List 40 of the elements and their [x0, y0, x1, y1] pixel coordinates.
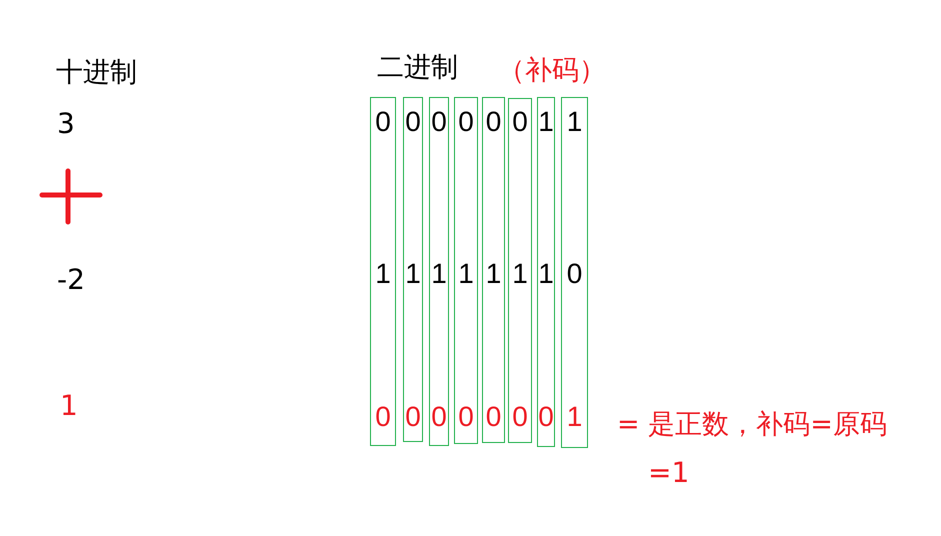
result-value: =1	[648, 459, 690, 487]
bit-digit: 1	[374, 260, 392, 288]
bit-column-box	[537, 97, 555, 447]
result-note: = 是正数，补码=原码	[617, 411, 887, 438]
bit-digit: 0	[404, 108, 422, 136]
bit-digit: 1	[566, 403, 584, 431]
bit-digit: 0	[484, 403, 502, 431]
bit-column-box	[429, 97, 449, 446]
bit-digit: 0	[374, 403, 392, 431]
bit-digit: 0	[374, 108, 392, 136]
bit-digit: 0	[430, 108, 448, 136]
bit-digit: 0	[457, 108, 475, 136]
bit-column-box	[561, 97, 588, 448]
bit-digit: 0	[511, 403, 529, 431]
bit-column-box	[454, 97, 478, 444]
bit-column-box	[482, 97, 505, 443]
decimal-number: 3	[57, 110, 75, 138]
column-heading: 二进制	[377, 54, 458, 81]
heading-note: （补码）	[498, 57, 606, 84]
bit-digit: 1	[538, 108, 554, 136]
bit-digit: 0	[457, 403, 475, 431]
bit-digit: 0	[566, 260, 584, 288]
decimal-result: 1	[60, 392, 78, 420]
bit-digit: 0	[430, 403, 448, 431]
bit-digit: 1	[538, 260, 554, 288]
bit-column-box	[370, 97, 396, 446]
bit-digit: 1	[457, 260, 475, 288]
decimal-number: -2	[57, 266, 85, 294]
column-heading: 十进制	[56, 59, 137, 86]
bit-digit: 0	[484, 108, 502, 136]
bit-digit: 1	[566, 108, 584, 136]
bit-digit: 1	[511, 260, 529, 288]
bit-column-box	[508, 98, 532, 443]
bit-digit: 0	[538, 403, 554, 431]
bit-digit: 0	[511, 108, 529, 136]
bit-digit: 1	[430, 260, 448, 288]
bit-digit: 1	[404, 260, 422, 288]
bit-digit: 1	[484, 260, 502, 288]
bit-digit: 0	[404, 403, 422, 431]
bit-column-box	[403, 97, 423, 442]
